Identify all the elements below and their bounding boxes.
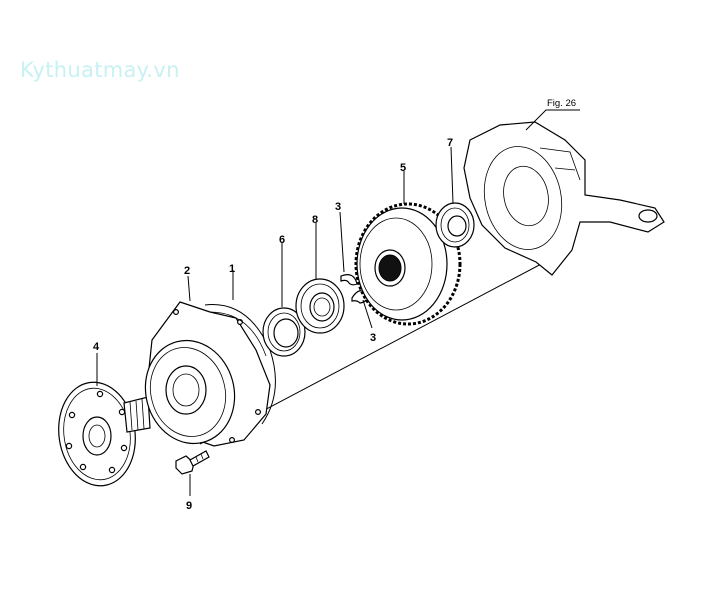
knuckle-casting <box>463 121 665 276</box>
leader-line-3b <box>362 299 373 329</box>
leader-line-2 <box>187 275 191 302</box>
leader-line-3a <box>339 211 345 273</box>
callout-3-lower: 3 <box>370 332 376 344</box>
callout-4: 4 <box>93 341 100 353</box>
gear-part-5 <box>354 202 462 326</box>
leader-line-fig-ref <box>525 109 580 131</box>
figure-reference: Fig. 26 <box>547 98 576 109</box>
callout-1: 1 <box>229 263 235 275</box>
callout-9: 9 <box>186 500 192 512</box>
callout-8: 8 <box>312 214 318 226</box>
callout-2: 2 <box>184 265 190 277</box>
bearing-part-6 <box>262 307 306 357</box>
snap-ring-part-3-upper <box>340 274 358 286</box>
bearing-part-7 <box>435 202 475 248</box>
bolt-part-9 <box>175 450 210 475</box>
flange-part-4 <box>58 381 151 487</box>
callout-7: 7 <box>447 137 453 149</box>
callout-5: 5 <box>400 162 406 174</box>
callout-3-upper: 3 <box>335 201 341 213</box>
leader-line-7 <box>450 146 454 204</box>
watermark-text: Kythuatmay.vn <box>20 58 180 82</box>
bearing-part-8 <box>295 278 345 334</box>
housing-part-2 <box>144 301 276 447</box>
callout-6: 6 <box>279 234 285 246</box>
